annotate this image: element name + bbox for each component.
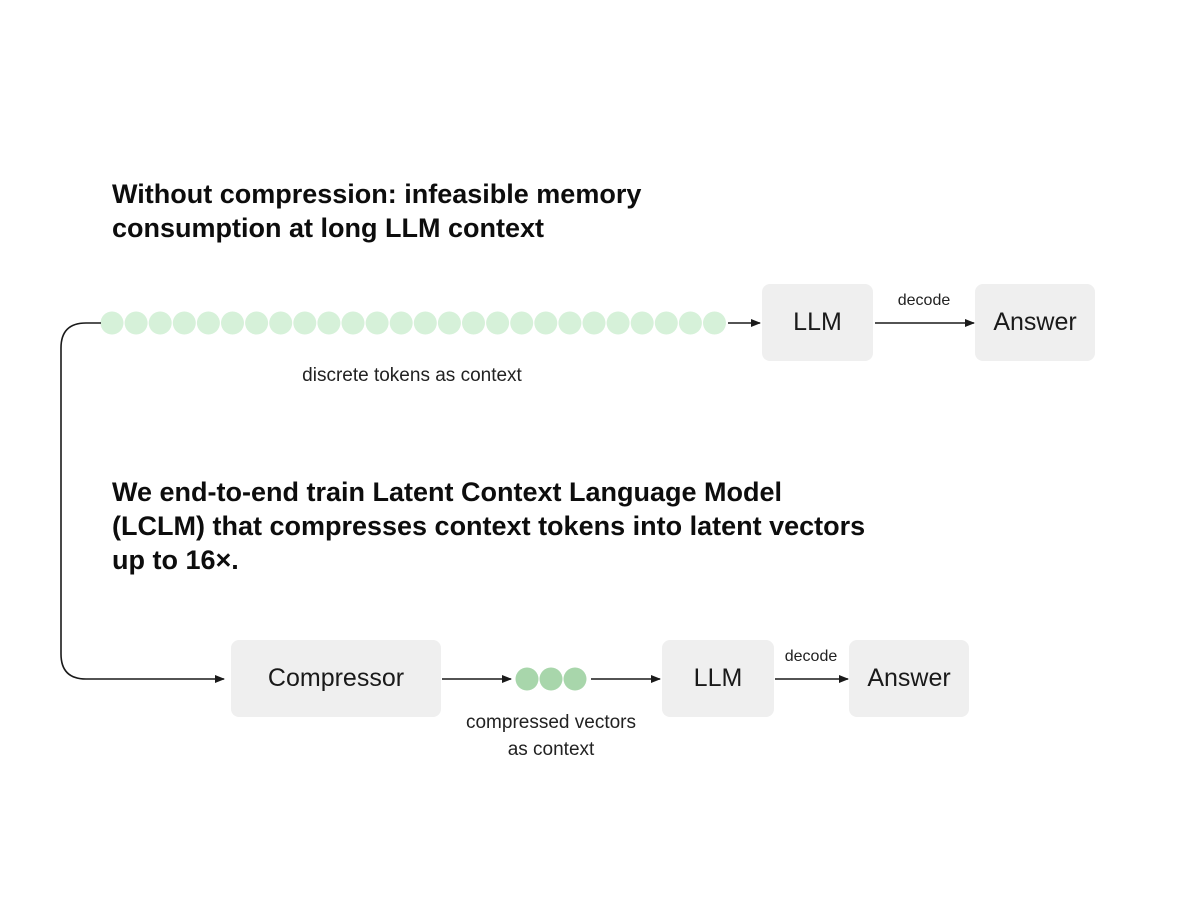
token-dot (196, 311, 220, 335)
llm-label: LLM (793, 308, 842, 336)
token-dot (654, 311, 678, 335)
token-dot (317, 311, 341, 335)
token-dot (389, 311, 413, 335)
token-dot (678, 311, 702, 335)
token-dot (510, 311, 534, 335)
caption-line: as context (507, 739, 595, 760)
heading-line: (LCLM) that compresses context tokens in… (112, 511, 866, 541)
answer-label: Answer (993, 308, 1077, 336)
token-dot (486, 311, 510, 335)
heading-line: up to 16×. (112, 545, 239, 575)
llm-box-bottom: LLM (662, 640, 774, 717)
llm-box-top: LLM (762, 284, 873, 361)
heading-line: Without compression: infeasible memory (112, 179, 642, 209)
token-dot (606, 311, 630, 335)
vectors-caption: compressed vectors as context (431, 709, 671, 763)
vector-dot (515, 667, 539, 691)
vector-dot (563, 667, 587, 691)
answer-box-bottom: Answer (849, 640, 969, 717)
decode-label-bottom: decode (784, 648, 838, 665)
token-dot (703, 311, 726, 335)
answer-box-top: Answer (975, 284, 1095, 361)
token-dot (172, 311, 196, 335)
vector-dot (539, 667, 563, 691)
token-dot (462, 311, 485, 335)
arrow-tokens-to-compressor (60, 322, 225, 683)
token-dot (630, 311, 654, 335)
compressor-label: Compressor (267, 664, 405, 692)
no-compression-heading: Without compression: infeasible memory c… (112, 177, 712, 245)
token-dot (341, 311, 365, 335)
token-dot (558, 311, 582, 335)
compressed-vector-row (515, 667, 587, 691)
token-dot (269, 311, 293, 335)
token-dot (534, 311, 558, 335)
token-dot (148, 311, 172, 335)
tokens-caption: discrete tokens as context (302, 365, 522, 386)
answer-label: Answer (867, 664, 951, 692)
decode-label-top: decode (897, 292, 951, 309)
llm-label: LLM (693, 664, 743, 692)
discrete-token-row (100, 311, 726, 335)
token-dot (413, 311, 437, 335)
heading-line: consumption at long LLM context (112, 213, 544, 243)
token-dot (582, 311, 606, 335)
caption-line: compressed vectors (465, 712, 636, 733)
token-dot (100, 311, 124, 335)
token-dot (437, 311, 461, 335)
heading-line: We end-to-end train Latent Context Langu… (112, 477, 783, 507)
compressor-box: Compressor (231, 640, 441, 717)
token-dot (245, 311, 269, 335)
lclm-heading: We end-to-end train Latent Context Langu… (112, 475, 912, 577)
token-dot (365, 311, 389, 335)
token-dot (124, 311, 148, 335)
token-dot (221, 311, 244, 335)
token-dot (293, 311, 317, 335)
